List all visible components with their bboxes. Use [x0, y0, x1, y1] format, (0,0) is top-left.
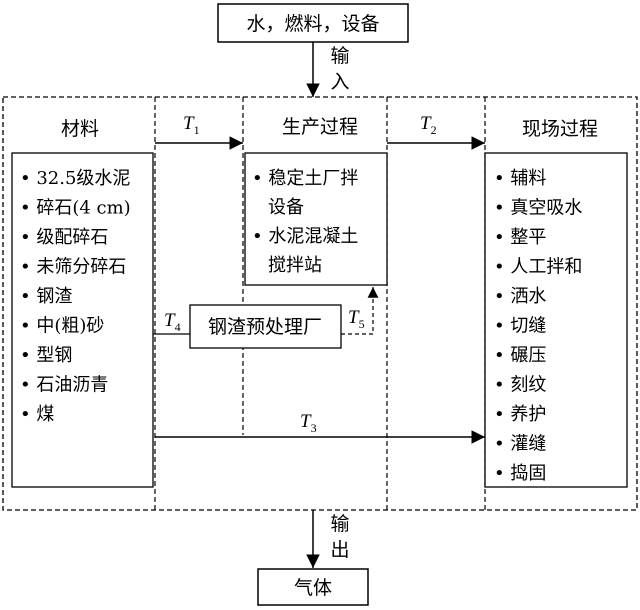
onsite-list: • 辅料 • 真空吸水 • 整平 • 人工拌和 • 洒水 • 切缝 • 碾压 • 刻纹 • 养护…	[494, 168, 582, 484]
onsite-item-4: • 洒水	[494, 286, 546, 307]
onsite-item-9: • 灌缝	[494, 434, 546, 455]
header-materials: 材料	[61, 118, 99, 140]
steel-slag-plant-box	[189, 304, 342, 349]
onsite-box	[484, 152, 628, 488]
header-onsite: 现场过程	[522, 118, 598, 140]
output-box-text: 气体	[294, 577, 332, 599]
materials-item-7: • 石油沥青	[20, 375, 108, 396]
materials-item-3: • 未筛分碎石	[20, 257, 126, 278]
steel-slag-plant-label: 钢渣预处理厂	[208, 316, 322, 338]
materials-item-0: • 32.5级水泥	[20, 168, 130, 189]
onsite-item-8: • 养护	[494, 404, 546, 425]
onsite-item-0: • 辅料	[494, 168, 546, 189]
label-t4: T4	[164, 310, 181, 334]
onsite-item-3: • 人工拌和	[494, 257, 582, 278]
input-label-2: 入	[330, 71, 349, 93]
materials-box	[11, 152, 154, 488]
onsite-item-2: • 整平	[494, 227, 546, 248]
onsite-item-5: • 切缝	[494, 316, 546, 337]
production-box	[244, 152, 388, 286]
input-box	[217, 3, 409, 43]
production-item-3: 搅拌站	[268, 255, 322, 276]
output-label-2: 出	[330, 539, 349, 561]
label-t1: T1	[183, 113, 200, 137]
materials-list: • 32.5级水泥 • 碎石(4 cm) • 级配碎石 • 未筛分碎石 • 钢渣 • 中(…	[20, 168, 131, 425]
production-item-2: • 水泥混凝土	[252, 226, 358, 247]
materials-item-6: • 型钢	[20, 345, 72, 366]
output-box	[257, 568, 369, 606]
arrow-t5	[341, 287, 379, 335]
input-label-1: 输	[330, 45, 349, 67]
onsite-item-6: • 碾压	[494, 345, 546, 366]
label-t2: T2	[420, 113, 437, 137]
onsite-item-10: • 捣固	[494, 463, 546, 484]
input-box-text: 水，燃料，设备	[246, 13, 379, 35]
materials-item-4: • 钢渣	[20, 286, 72, 307]
materials-item-1: • 碎石(4 cm)	[20, 198, 131, 219]
output-label-1: 输	[330, 513, 349, 535]
production-item-0: • 稳定土厂拌	[252, 168, 358, 189]
label-t5: T5	[348, 307, 365, 331]
system-boundary	[2, 96, 638, 511]
materials-item-8: • 煤	[20, 404, 54, 425]
materials-item-2: • 级配碎石	[20, 227, 108, 248]
onsite-item-7: • 刻纹	[494, 375, 546, 396]
materials-item-5: • 中(粗)砂	[20, 316, 104, 337]
onsite-item-1: • 真空吸水	[494, 198, 582, 219]
production-item-1: 设备	[268, 197, 304, 218]
header-production: 生产过程	[282, 116, 358, 138]
label-t3: T3	[300, 411, 317, 435]
